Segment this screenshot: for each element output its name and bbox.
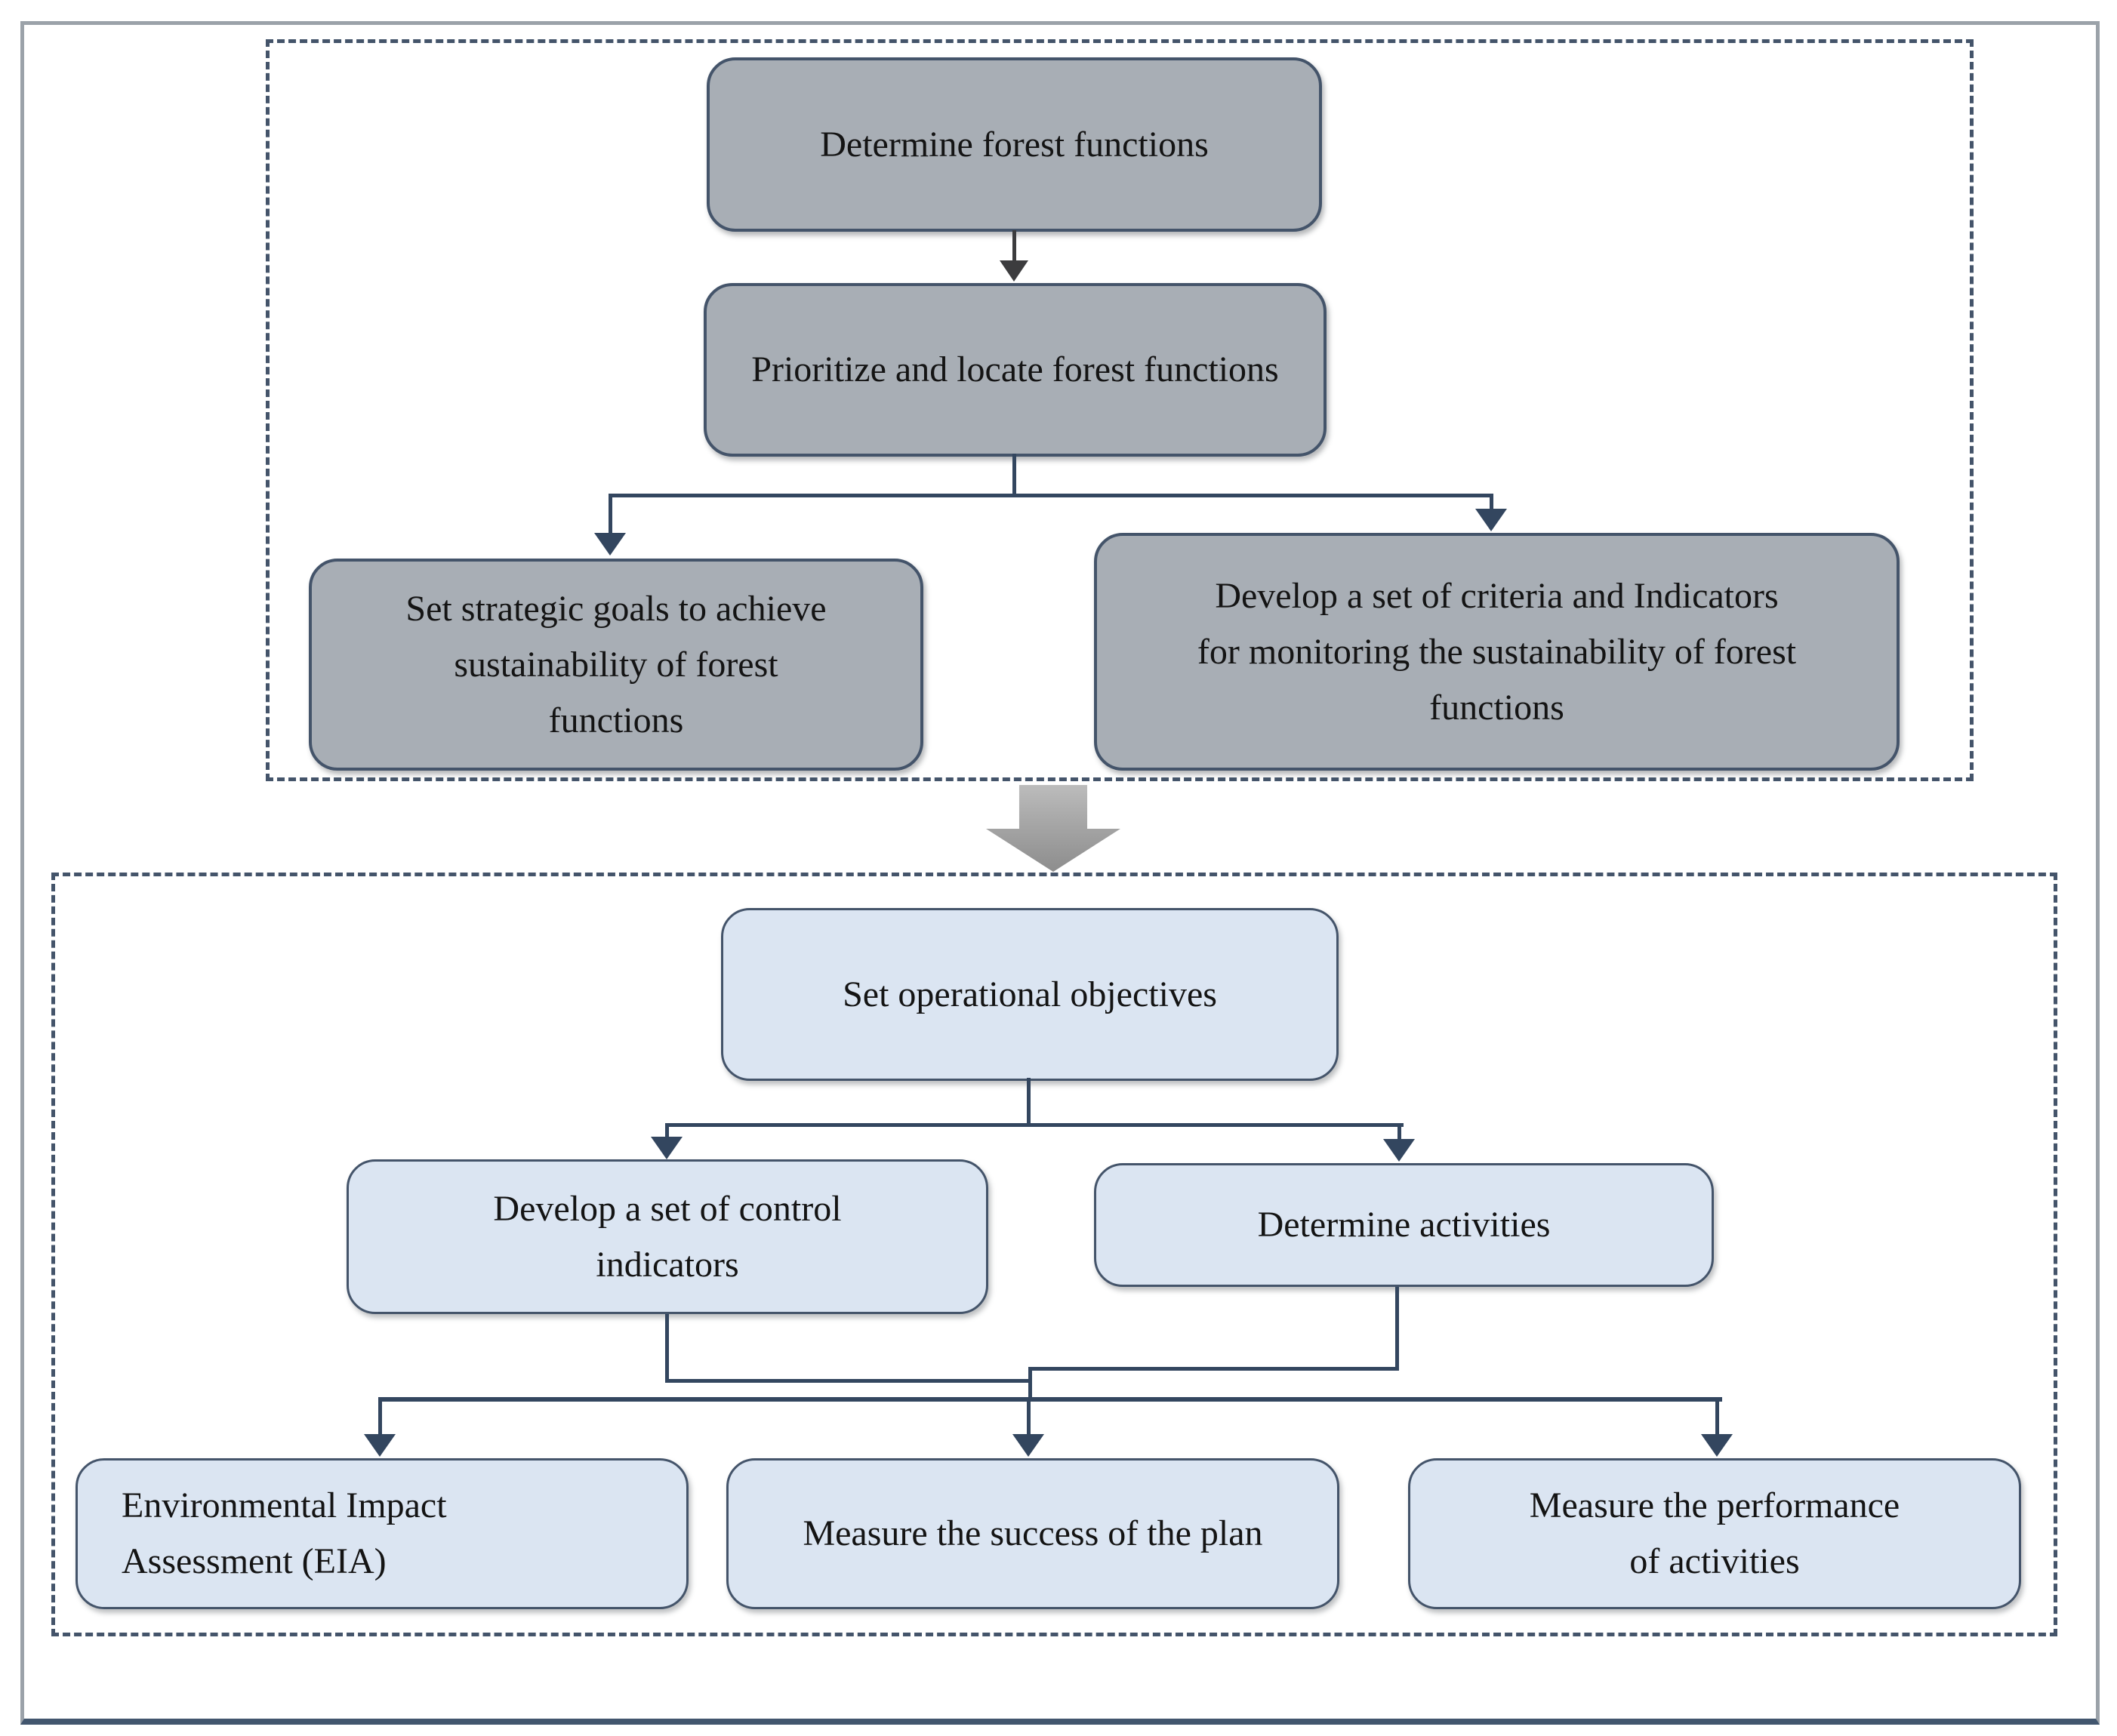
connector-to-criteria-indicators bbox=[1490, 494, 1493, 510]
connector-distributor-bar bbox=[378, 1397, 1722, 1402]
node-determine-forest-functions: Determine forest functions bbox=[707, 57, 1322, 232]
node-determine-activities: Determine activities bbox=[1094, 1163, 1714, 1287]
node-measure-success: Measure the success of the plan bbox=[726, 1458, 1339, 1609]
arrow-down-icon bbox=[1475, 509, 1507, 531]
connector-to-strategic-goals bbox=[609, 494, 612, 534]
operational-section-frame bbox=[51, 873, 2057, 1636]
connector-determine-to-prioritize bbox=[1012, 230, 1016, 262]
connector-prioritize-split bbox=[609, 494, 1493, 497]
arrow-down-icon bbox=[1012, 1434, 1044, 1457]
node-label: Develop a set of criteria and Indicators… bbox=[1197, 575, 1797, 728]
node-label: Environmental Impact Assessment (EIA) bbox=[122, 1485, 447, 1581]
node-label: Determine activities bbox=[1257, 1205, 1551, 1245]
connector-objectives-split bbox=[665, 1123, 1404, 1127]
page-border bbox=[20, 21, 2100, 1725]
connector-objectives-stem bbox=[1027, 1078, 1031, 1126]
arrow-down-icon bbox=[594, 533, 626, 556]
node-set-strategic-goals: Set strategic goals to achieve sustainab… bbox=[309, 559, 923, 771]
strategic-section-frame bbox=[266, 39, 1974, 781]
node-label: Set operational objectives bbox=[843, 974, 1217, 1014]
connector-control-indicators-down bbox=[665, 1314, 669, 1383]
connector-to-measure-performance bbox=[1715, 1397, 1719, 1436]
node-prioritize-locate-forest-functions: Prioritize and locate forest functions bbox=[704, 283, 1327, 457]
connector-to-control-indicators bbox=[665, 1126, 669, 1138]
node-label: Measure the success of the plan bbox=[803, 1513, 1263, 1553]
connector-prioritize-stem bbox=[1012, 454, 1016, 497]
node-label: Prioritize and locate forest functions bbox=[751, 349, 1279, 389]
arrow-down-icon bbox=[364, 1434, 396, 1457]
node-measure-performance: Measure the performance of activities bbox=[1408, 1458, 2021, 1609]
node-label: Develop a set of control indicators bbox=[493, 1188, 842, 1285]
node-label: Determine forest functions bbox=[820, 124, 1209, 165]
arrow-down-icon bbox=[651, 1137, 683, 1159]
connector-to-measure-success bbox=[1027, 1400, 1031, 1436]
connector-merge-stem bbox=[1028, 1367, 1032, 1402]
arrow-down-icon bbox=[1701, 1434, 1733, 1457]
arrow-down-icon bbox=[1383, 1139, 1415, 1162]
connector-to-eia bbox=[378, 1400, 382, 1436]
connector-activities-down bbox=[1395, 1287, 1399, 1371]
node-label: Set strategic goals to achieve sustainab… bbox=[405, 588, 827, 740]
node-control-indicators: Develop a set of control indicators bbox=[347, 1159, 988, 1314]
connector-control-indicators-right bbox=[665, 1379, 1032, 1383]
node-eia: Environmental Impact Assessment (EIA) bbox=[75, 1458, 689, 1609]
connector-to-determine-activities bbox=[1397, 1126, 1401, 1140]
node-label: Measure the performance of activities bbox=[1529, 1485, 1900, 1581]
node-criteria-and-indicators: Develop a set of criteria and Indicators… bbox=[1094, 533, 1900, 771]
arrow-down-icon bbox=[1000, 260, 1028, 282]
node-set-operational-objectives: Set operational objectives bbox=[721, 908, 1339, 1081]
connector-activities-left bbox=[1028, 1367, 1399, 1371]
